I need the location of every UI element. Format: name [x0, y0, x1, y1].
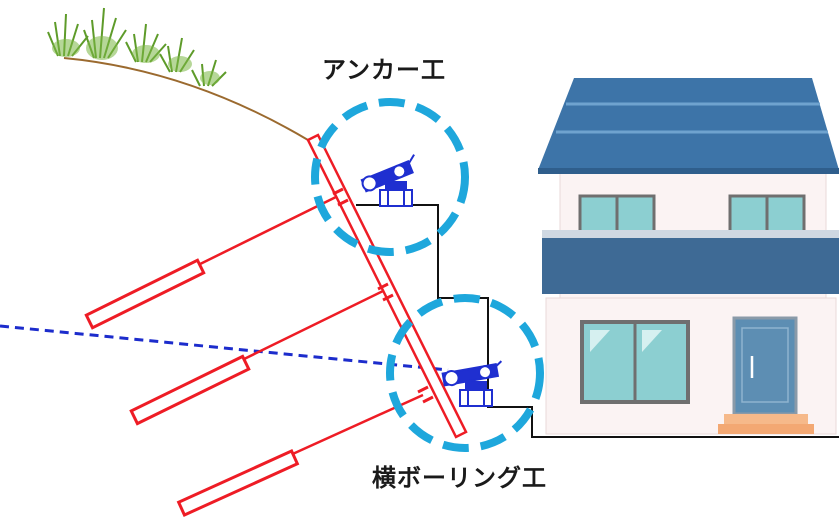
boring-highlight-circle: [386, 294, 544, 452]
anchor-highlight-circle: [311, 98, 469, 256]
house-icon: [538, 78, 839, 435]
water-table-line: [0, 324, 449, 372]
slope-curve: [63, 57, 309, 141]
anchor-tendons: [189, 194, 424, 459]
horizontal-boring-label: 横ボーリング工: [372, 464, 547, 492]
terrace-outline: [356, 204, 839, 438]
slope-beam: [306, 133, 468, 439]
drill-machine-icon: [360, 154, 415, 207]
anchor-bodies: [84, 258, 300, 517]
drill-machine-icon: [441, 360, 503, 407]
grass-fill: [52, 36, 220, 85]
anchor-work-label: アンカー工: [322, 56, 447, 84]
